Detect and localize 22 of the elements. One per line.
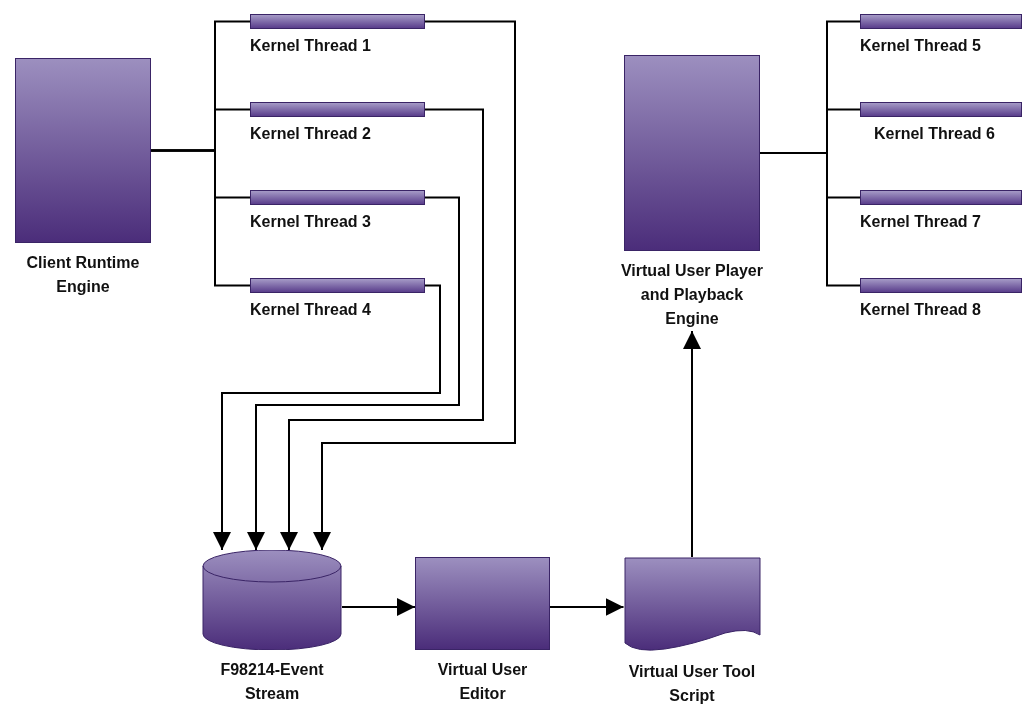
node-label: Kernel Thread 7	[860, 212, 982, 232]
connector-line	[150, 149, 251, 287]
arrow	[213, 284, 441, 551]
node-label: Kernel Thread 3	[250, 212, 372, 232]
node-label: Kernel Thread 1	[250, 36, 372, 56]
arrow	[683, 330, 701, 558]
node-label: Virtual User Player and Playback Engine	[620, 261, 764, 329]
arrow	[247, 196, 460, 551]
node-label: Kernel Thread 6	[873, 124, 996, 144]
arrow	[549, 598, 625, 616]
node-label: Kernel Thread 8	[860, 300, 982, 320]
arrow	[341, 598, 416, 616]
node-label: Kernel Thread 2	[250, 124, 372, 144]
node-label: Kernel Thread 5	[860, 36, 982, 56]
node-label: Virtual User Editor	[436, 660, 529, 704]
node-label: Virtual User Tool Script	[627, 662, 757, 706]
node-label: F98214-Event Stream	[219, 660, 325, 704]
node-label: Client Runtime Engine	[25, 253, 141, 297]
arrow	[280, 108, 484, 551]
node-label: Kernel Thread 4	[250, 300, 372, 320]
connector-line	[759, 152, 861, 287]
arrow	[313, 20, 516, 551]
